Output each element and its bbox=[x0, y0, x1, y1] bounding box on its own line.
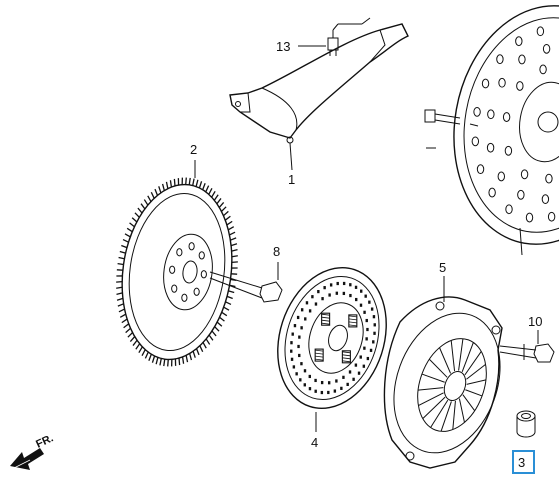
callout-10: 10 bbox=[528, 314, 542, 329]
part-5-pressure-plate[interactable] bbox=[375, 296, 518, 469]
callout-13: 13 bbox=[276, 39, 290, 54]
leader-1 bbox=[289, 142, 293, 171]
highlight-box-3[interactable] bbox=[512, 450, 535, 474]
part-2-flywheel[interactable] bbox=[111, 177, 242, 367]
front-direction-label: FR. bbox=[34, 432, 55, 450]
part-13-bolt[interactable] bbox=[327, 30, 339, 56]
drive-plate-bolt[interactable] bbox=[424, 109, 461, 125]
callout-4: 4 bbox=[311, 435, 318, 450]
part-8-bolt[interactable] bbox=[209, 271, 283, 303]
drive-plate[interactable] bbox=[436, 0, 559, 259]
part-10-bolt[interactable] bbox=[499, 343, 555, 363]
callout-5: 5 bbox=[439, 260, 446, 275]
callout-2: 2 bbox=[190, 142, 197, 157]
callout-8: 8 bbox=[273, 244, 280, 259]
front-direction-arrow-icon bbox=[10, 448, 44, 470]
part-4-clutch-disc[interactable] bbox=[260, 253, 403, 422]
callout-1: 1 bbox=[288, 172, 295, 187]
part-1-cover[interactable] bbox=[229, 23, 409, 144]
callout-3[interactable]: 3 bbox=[518, 455, 525, 470]
part-3-bushing[interactable] bbox=[516, 410, 536, 438]
